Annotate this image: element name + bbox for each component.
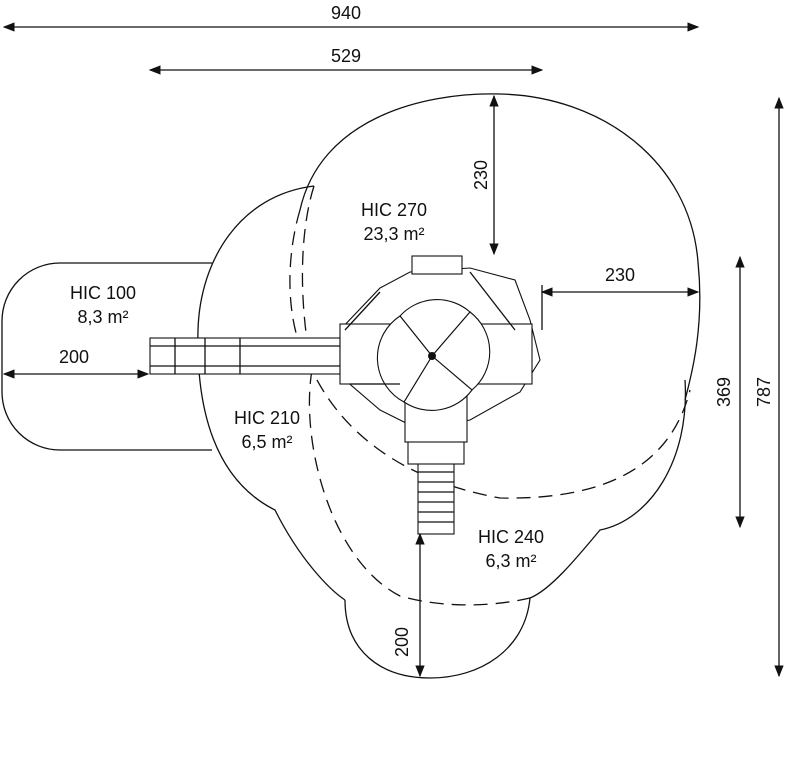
dim-mid-height-label: 369 — [714, 377, 734, 407]
slide-left — [149, 337, 341, 375]
zone-hic240-area: 6,3 m² — [485, 551, 536, 571]
central-tower — [339, 255, 541, 465]
zone-hic270-area: 23,3 m² — [363, 224, 424, 244]
zone-hic100-area: 8,3 m² — [77, 307, 128, 327]
dim-right-depth-label: 230 — [605, 265, 635, 285]
zone-hic100-name: HIC 100 — [70, 283, 136, 303]
zone-hic210-area: 6,5 m² — [241, 432, 292, 452]
zone-hic210-outline — [197, 185, 346, 601]
zone-hic100-outline — [1, 262, 212, 451]
dim-overall-width-label: 940 — [331, 3, 361, 23]
zone-hic240-name: HIC 240 — [478, 527, 544, 547]
dim-left-depth-label: 200 — [59, 347, 89, 367]
dim-inner-width-label: 529 — [331, 46, 361, 66]
zone-hic270-name: HIC 270 — [361, 200, 427, 220]
zone-hic210-name: HIC 210 — [234, 408, 300, 428]
ladder-bottom — [417, 461, 455, 535]
zone-hic270-dashed-boundary — [289, 209, 691, 499]
zone-hic270-outline — [299, 93, 701, 401]
dim-overall-height-label: 787 — [754, 377, 774, 407]
dim-bottom-depth-label: 200 — [392, 627, 412, 657]
dim-top-depth-label: 230 — [471, 160, 491, 190]
